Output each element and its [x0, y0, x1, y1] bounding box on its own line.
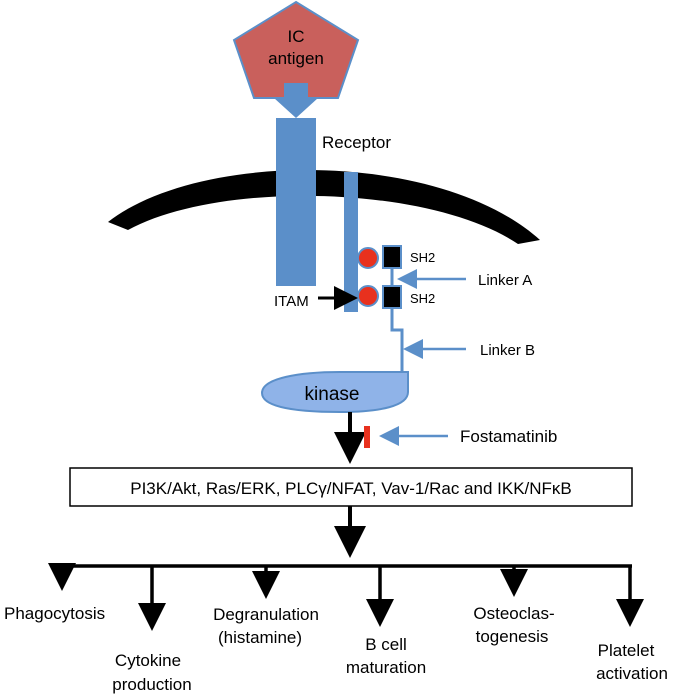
outcome-bcell-line1: B cell — [365, 635, 407, 654]
outcome-platelet-line2: activation — [596, 664, 668, 683]
cell-membrane — [108, 170, 540, 244]
sh2-domain-bottom — [382, 285, 402, 309]
phospho-site-bottom — [357, 285, 379, 307]
outcome-degranulation-line2: (histamine) — [218, 628, 302, 647]
linker-a-label: Linker A — [478, 272, 532, 289]
antigen-label-line2: antigen — [268, 49, 324, 68]
pathway-text: PI3K/Akt, Ras/ERK, PLCγ/NFAT, Vav-1/Rac … — [130, 479, 572, 498]
outcome-osteo-line2: togenesis — [476, 627, 549, 646]
inhibition-bar-icon — [364, 426, 370, 448]
antigen-label-line1: IC — [288, 27, 305, 46]
binding-arrow-icon — [274, 83, 318, 118]
outcome-phagocytosis: Phagocytosis — [4, 604, 105, 623]
fostamatinib-label: Fostamatinib — [460, 427, 557, 446]
outcome-cytokine-line1: Cytokine — [115, 651, 181, 670]
outcome-bcell-line2: maturation — [346, 658, 426, 677]
sh2-top-label: SH2 — [410, 250, 435, 265]
linker-b-label: Linker B — [480, 342, 535, 359]
receptor-chain — [344, 172, 358, 312]
linker-b-line — [390, 308, 404, 372]
itam-label: ITAM — [274, 293, 309, 310]
kinase-label: kinase — [305, 384, 360, 405]
sh2-domain-top — [382, 245, 402, 269]
phospho-site-top — [357, 247, 379, 269]
kinase-shape — [260, 371, 409, 414]
receptor-label: Receptor — [322, 133, 391, 152]
outcome-cytokine-line2: production — [112, 675, 191, 694]
outcome-degranulation-line1: Degranulation — [213, 605, 319, 624]
sh2-bottom-label: SH2 — [410, 291, 435, 306]
outcome-platelet-line1: Platelet — [598, 641, 655, 660]
outcome-osteo-line1: Osteoclas- — [473, 604, 554, 623]
receptor-column — [276, 118, 316, 286]
